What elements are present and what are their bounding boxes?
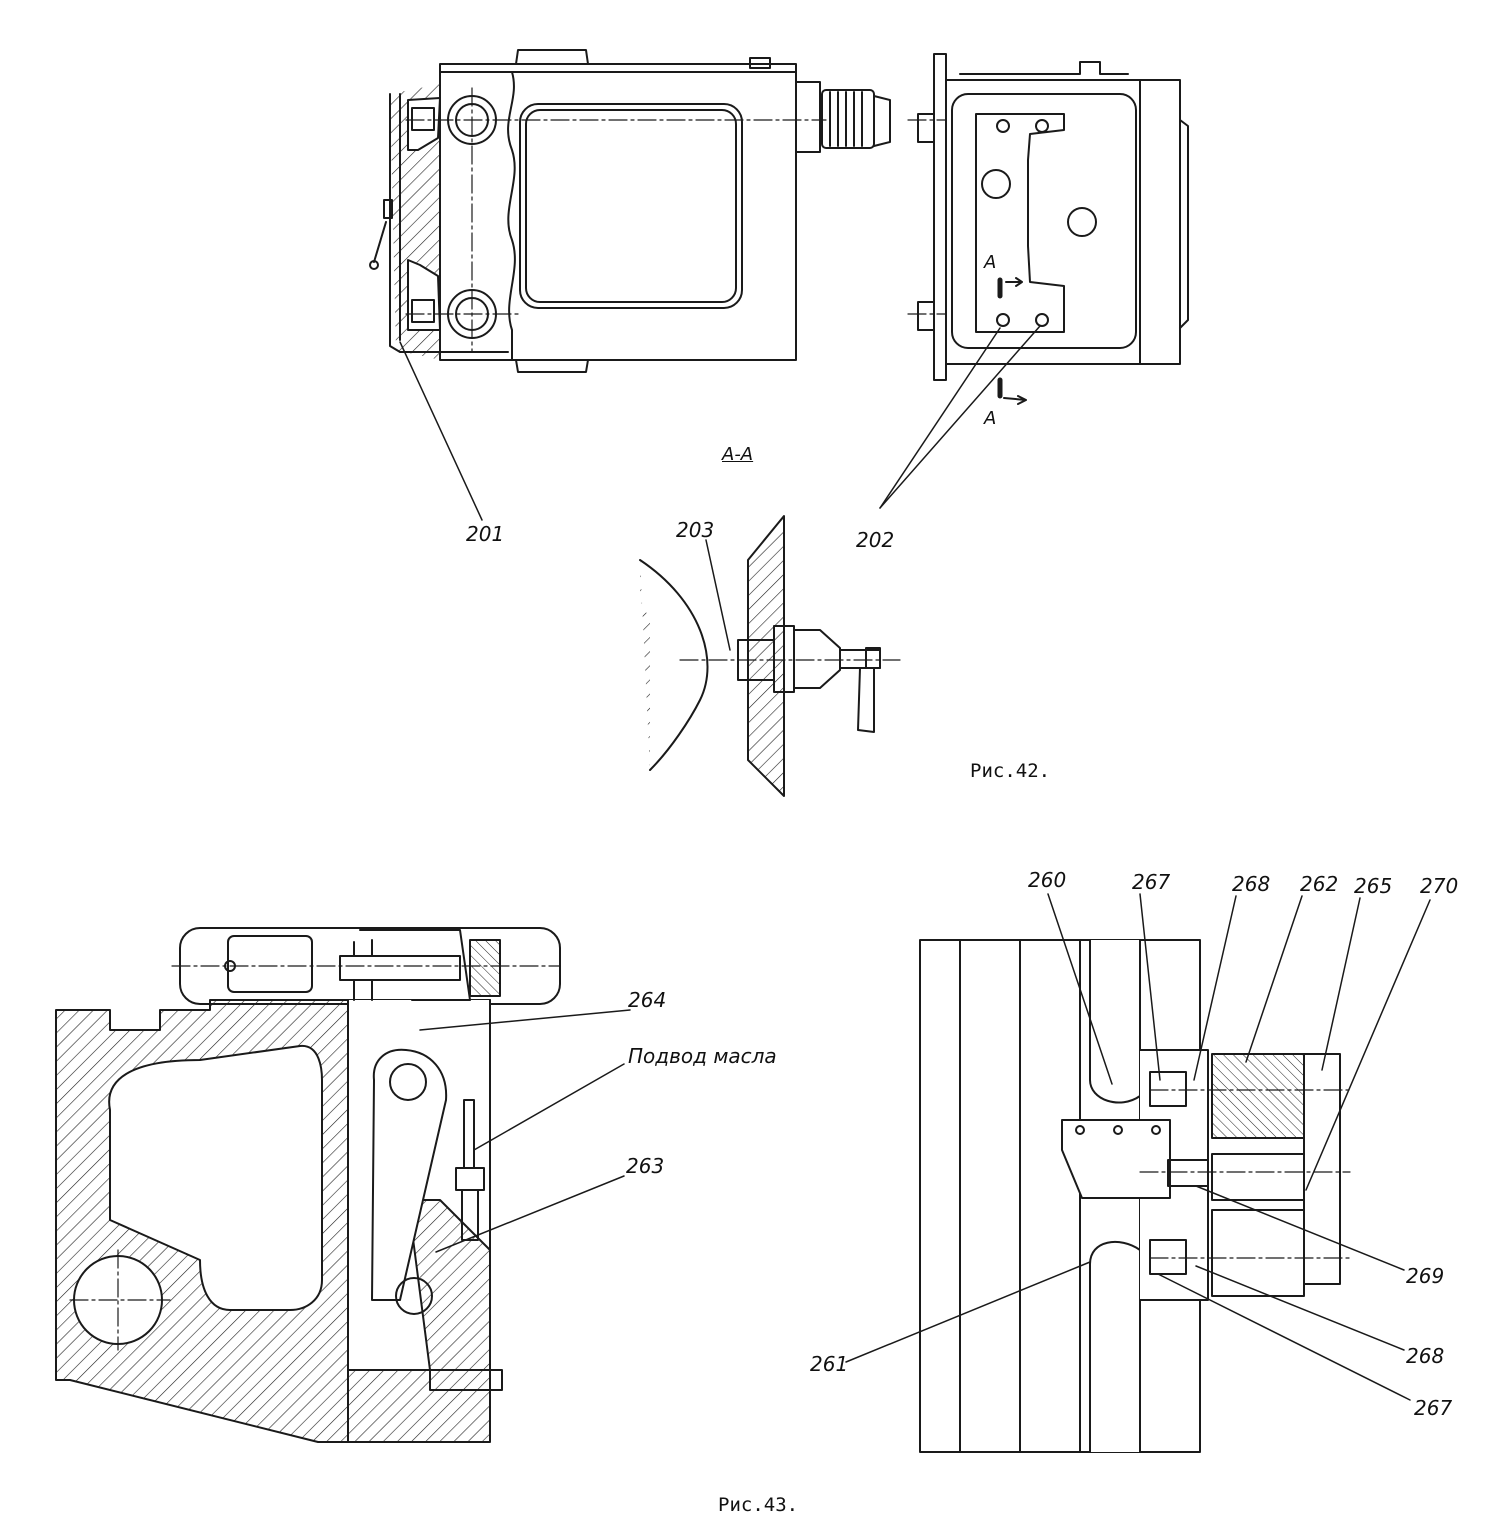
figure-caption-42: Рис.42. xyxy=(970,760,1051,782)
fig43-left-view xyxy=(56,928,560,1442)
callout-265: 265 xyxy=(1354,874,1393,898)
callout-268-bottom: 268 xyxy=(1406,1344,1445,1368)
callout-269: 269 xyxy=(1406,1264,1445,1288)
fig42-section-aa xyxy=(640,516,880,796)
section-mark-top: А xyxy=(984,252,997,273)
callout-261: 261 xyxy=(810,1352,849,1376)
callout-264: 264 xyxy=(628,988,667,1012)
callout-262: 262 xyxy=(1300,872,1339,896)
callout-203: 203 xyxy=(676,518,715,542)
callout-201: 201 xyxy=(466,522,505,546)
callout-260: 260 xyxy=(1028,868,1067,892)
section-title-aa: А-А xyxy=(722,444,754,465)
oil-supply-label: Подвод масла xyxy=(628,1044,777,1068)
callout-270: 270 xyxy=(1420,874,1459,898)
callout-263: 263 xyxy=(626,1154,665,1178)
callout-267-top: 267 xyxy=(1132,870,1171,894)
callout-202: 202 xyxy=(856,528,895,552)
fig43-right-view xyxy=(920,940,1340,1452)
callout-267-bottom: 267 xyxy=(1414,1396,1453,1420)
section-mark-bottom: А xyxy=(984,408,997,429)
figure-caption-43: Рис.43. xyxy=(718,1494,799,1516)
callout-268-top: 268 xyxy=(1232,872,1271,896)
fig42-side-view xyxy=(918,54,1188,404)
leader-lines xyxy=(400,326,1430,1400)
fig42-front-view xyxy=(370,50,890,372)
centre-lines xyxy=(70,88,1350,1350)
